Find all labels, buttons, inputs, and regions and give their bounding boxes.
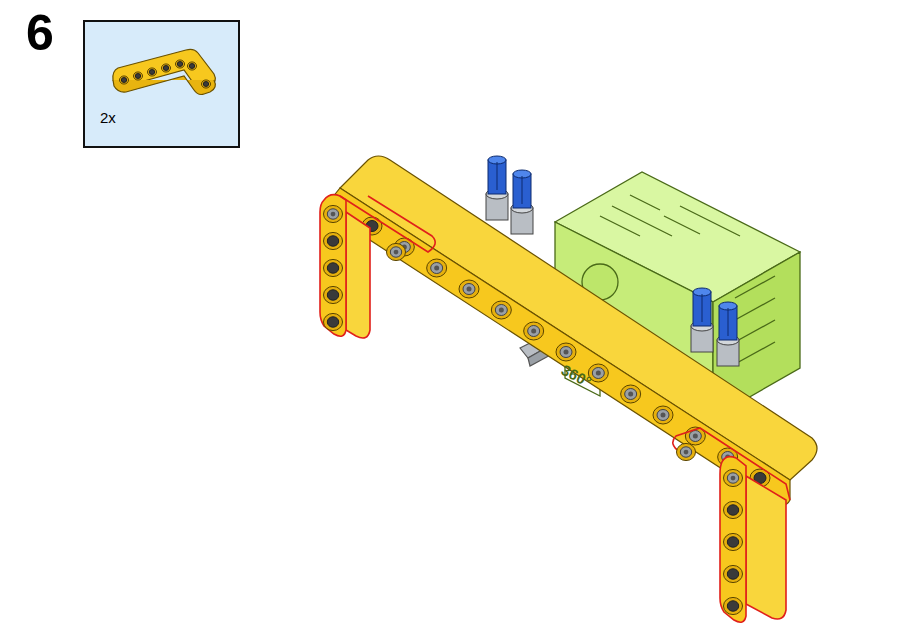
beam-hole	[724, 565, 743, 582]
pin-center	[467, 287, 472, 292]
hole-core	[149, 70, 154, 75]
beam-hole	[491, 301, 511, 319]
pin-slot	[497, 162, 498, 190]
beam-hole	[459, 280, 479, 298]
pin-center	[661, 413, 666, 418]
pin-end	[680, 447, 691, 457]
beam-hole	[148, 68, 157, 76]
hole-core	[189, 64, 194, 69]
beam-hole	[653, 406, 673, 424]
pin-body	[488, 160, 506, 194]
pin-end	[625, 389, 637, 400]
long-yellow-beam	[331, 156, 817, 505]
hole-core	[163, 66, 168, 71]
hole-core	[203, 82, 208, 87]
pin-body	[513, 174, 531, 208]
pin-body	[719, 306, 737, 340]
pin-center	[628, 392, 633, 397]
beam-hole	[188, 62, 197, 70]
pin-center	[531, 329, 536, 334]
hole-core	[327, 317, 338, 327]
hole-core	[177, 62, 182, 67]
hole-core	[727, 569, 738, 579]
callout-l-beam	[113, 49, 215, 94]
beam-hole	[524, 322, 544, 340]
beam-hole	[202, 80, 211, 88]
hole-core	[121, 78, 126, 83]
pin-center	[596, 371, 601, 376]
beam-hole	[387, 243, 406, 260]
left-l-beam	[320, 195, 435, 338]
beam-hole	[724, 533, 743, 550]
beam-hole	[134, 72, 143, 80]
pin-end	[560, 347, 572, 358]
pin-center	[331, 212, 336, 217]
pin-end	[431, 263, 443, 274]
hole-core	[135, 74, 140, 79]
pin-center	[394, 250, 399, 255]
beam-hole	[556, 343, 576, 361]
pin-slot	[728, 308, 729, 336]
pin-end	[727, 473, 738, 483]
pin-center	[499, 308, 504, 313]
pin-end	[495, 305, 507, 316]
pin-end	[657, 410, 669, 421]
beam-hole	[324, 232, 343, 249]
pin-end	[327, 209, 338, 219]
beam-hole	[324, 205, 343, 222]
pin-center	[434, 266, 439, 271]
right-l-beam	[673, 428, 790, 622]
pin-center	[684, 450, 689, 455]
beam-hole	[324, 259, 343, 276]
beam-hole	[724, 501, 743, 518]
pin-slot	[702, 294, 703, 322]
parts-callout-box	[84, 21, 239, 147]
hole-core	[727, 537, 738, 547]
pin-end	[528, 326, 540, 337]
hole-core	[727, 601, 738, 611]
beam-hole	[677, 443, 696, 460]
pin-end	[689, 431, 701, 442]
beam-hole	[162, 64, 171, 72]
pin-center	[564, 350, 569, 355]
pin-end	[463, 284, 475, 295]
pin-slot	[522, 176, 523, 204]
beam-hole	[724, 469, 743, 486]
beam-hole	[120, 76, 129, 84]
beam-hole	[427, 259, 447, 277]
hole-core	[327, 263, 338, 273]
beam-hole	[621, 385, 641, 403]
beam-hole	[324, 286, 343, 303]
pin-end	[592, 368, 604, 379]
part-count: 2x	[100, 110, 116, 125]
beam-hole	[176, 60, 185, 68]
pin-end	[390, 247, 401, 257]
hole-core	[327, 236, 338, 246]
hole-core	[327, 290, 338, 300]
beam-hole	[324, 313, 343, 330]
step-number: 6	[26, 8, 54, 58]
pin-body	[693, 292, 711, 326]
hole-core	[727, 505, 738, 515]
pin-center	[731, 476, 736, 481]
pin-center	[693, 434, 698, 439]
beam-hole	[724, 597, 743, 614]
